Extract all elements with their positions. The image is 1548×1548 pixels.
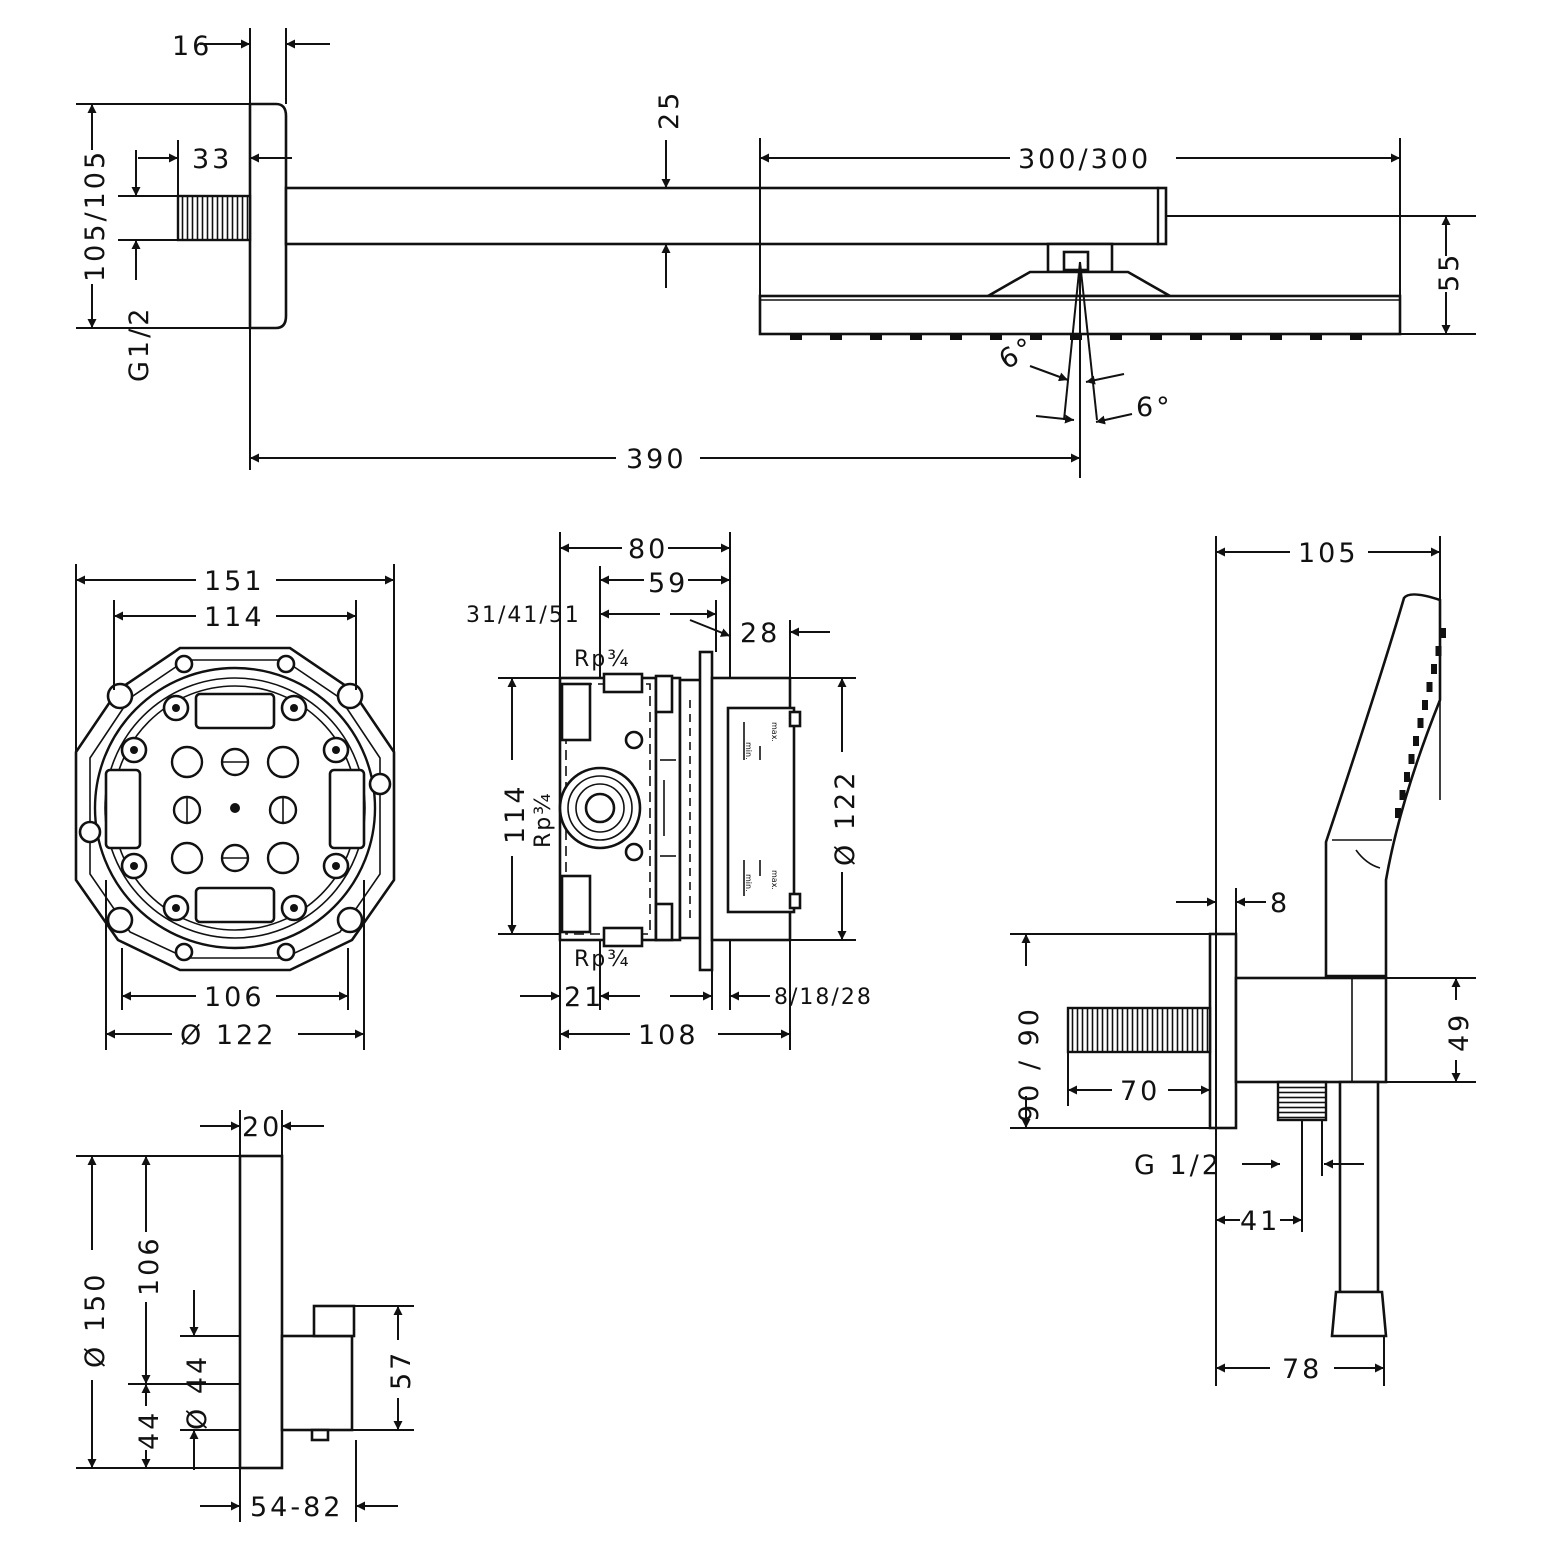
hand-shower-outline (1066, 593, 1446, 1338)
nozzle (830, 334, 842, 340)
dim-57: 57 (386, 1350, 417, 1390)
dim-90-90: 90 / 90 (1014, 1006, 1045, 1122)
dim-33: 33 (192, 144, 232, 175)
dim-80: 80 (628, 534, 668, 565)
extension-lines (76, 28, 1476, 478)
dim-20: 20 (242, 1112, 282, 1143)
label-rp34-side: Rp¾ (531, 791, 556, 848)
dim-105-hand: 105 (1298, 538, 1359, 569)
spray-nozzle (1431, 664, 1437, 674)
dimension-labels: 80 59 31/41/51 28 Rp¾ Rp¾ Rp¾ 114 Ø 122 … (466, 534, 873, 1051)
dim-54-82: 54-82 (250, 1492, 343, 1523)
spray-nozzle (1413, 736, 1419, 746)
dim-16: 16 (172, 31, 212, 62)
dim-44: 44 (134, 1410, 165, 1450)
dim-25: 25 (654, 90, 685, 130)
nozzle (1150, 334, 1162, 340)
spray-nozzle (1408, 754, 1415, 764)
dim-dia-150: Ø 150 (80, 1272, 111, 1368)
dim-300-300: 300/300 (1018, 144, 1151, 175)
overhead-shower-side-view: 16 25 33 300/300 105/105 G1/2 55 6° 6° 3… (76, 28, 1476, 478)
dim-114-side: 114 (500, 783, 531, 844)
spray-nozzle (1404, 772, 1410, 782)
dim-dia-122: Ø 122 (180, 1020, 276, 1051)
label-rp34-bottom: Rp¾ (574, 947, 631, 972)
dimension-lines (87, 39, 1451, 463)
dim-21: 21 (564, 982, 604, 1013)
mounting-screws (120, 694, 350, 922)
spray-face (1395, 628, 1446, 818)
body-outline: min. max. min. max. (558, 650, 802, 972)
spray-nozzle (1399, 790, 1406, 800)
shower-arm-outline (176, 102, 1402, 340)
spray-nozzle (1417, 718, 1424, 728)
body-outline (74, 646, 396, 972)
nozzle (1310, 334, 1322, 340)
spray-nozzle (1440, 628, 1446, 638)
dim-8: 8 (1270, 888, 1290, 919)
dimension-labels: 20 Ø 150 106 Ø 44 44 57 54-82 (80, 1112, 417, 1523)
dim-106: 106 (204, 982, 265, 1013)
dim-390: 390 (626, 444, 687, 475)
label-g1-2-outlet: G 1/2 (1134, 1150, 1222, 1181)
label-rp34-top: Rp¾ (574, 647, 631, 672)
dimension-labels: 151 114 106 Ø 122 (180, 566, 276, 1051)
dim-108: 108 (638, 1020, 699, 1051)
nozzle (1110, 334, 1122, 340)
nozzle (1350, 334, 1362, 340)
nozzle (1030, 334, 1042, 340)
angle-6-right: 6° (1136, 392, 1173, 423)
dimension-labels: 105 8 90 / 90 49 70 G 1/2 41 78 (1014, 538, 1475, 1385)
dim-105-105: 105/105 (80, 149, 111, 282)
thermostat-trim-view: 20 Ø 150 106 Ø 44 44 57 54-82 (76, 1110, 417, 1523)
nozzle (1070, 334, 1082, 340)
nozzle (870, 334, 882, 340)
label-max-bottom: max. (770, 870, 779, 890)
nozzle (790, 334, 802, 340)
basic-set-front-view: 151 114 106 Ø 122 (74, 564, 396, 1051)
dimension-labels: 16 25 33 300/300 105/105 G1/2 55 6° 6° 3… (80, 31, 1465, 475)
dim-28: 28 (740, 618, 780, 649)
label-min-top: min. (744, 742, 753, 760)
basic-set-side-view: min. max. min. max. (466, 532, 873, 1051)
spray-nozzle (1395, 808, 1401, 818)
dimension-lines (507, 543, 847, 1039)
trim-outline (238, 1154, 356, 1470)
nozzle (1270, 334, 1282, 340)
dimension-lines (1021, 547, 1461, 1373)
nozzle (910, 334, 922, 340)
label-max-top: max. (770, 722, 779, 742)
nozzle (990, 334, 1002, 340)
nozzle (950, 334, 962, 340)
dim-49: 49 (1444, 1012, 1475, 1052)
dim-106-trim: 106 (134, 1235, 165, 1296)
label-min-bottom: min. (744, 874, 753, 892)
nozzle (1190, 334, 1202, 340)
label-g1-2-arm: G1/2 (124, 306, 155, 382)
dim-114: 114 (204, 602, 265, 633)
dim-59: 59 (648, 568, 688, 599)
dim-78: 78 (1282, 1354, 1322, 1385)
extension-lines (1010, 536, 1476, 1386)
port-grid (170, 745, 300, 875)
dim-151: 151 (204, 566, 265, 597)
shower-nozzles (790, 334, 1362, 340)
dim-dia-122-side: Ø 122 (830, 770, 861, 866)
dimension-lines (87, 1121, 403, 1511)
hand-shower-holder-view: 105 8 90 / 90 49 70 G 1/2 41 78 (1010, 536, 1476, 1386)
dim-55: 55 (1434, 252, 1465, 292)
dim-41: 41 (1240, 1206, 1280, 1237)
spray-nozzle (1422, 700, 1428, 710)
dim-8-18-28: 8/18/28 (774, 985, 873, 1010)
spray-nozzle (1435, 646, 1442, 656)
nozzle (1230, 334, 1242, 340)
dim-31-41-51: 31/41/51 (466, 603, 581, 628)
dim-70: 70 (1120, 1076, 1160, 1107)
spray-nozzle (1426, 682, 1433, 692)
dim-dia-44: Ø 44 (182, 1354, 213, 1430)
dimension-lines (76, 575, 394, 1039)
